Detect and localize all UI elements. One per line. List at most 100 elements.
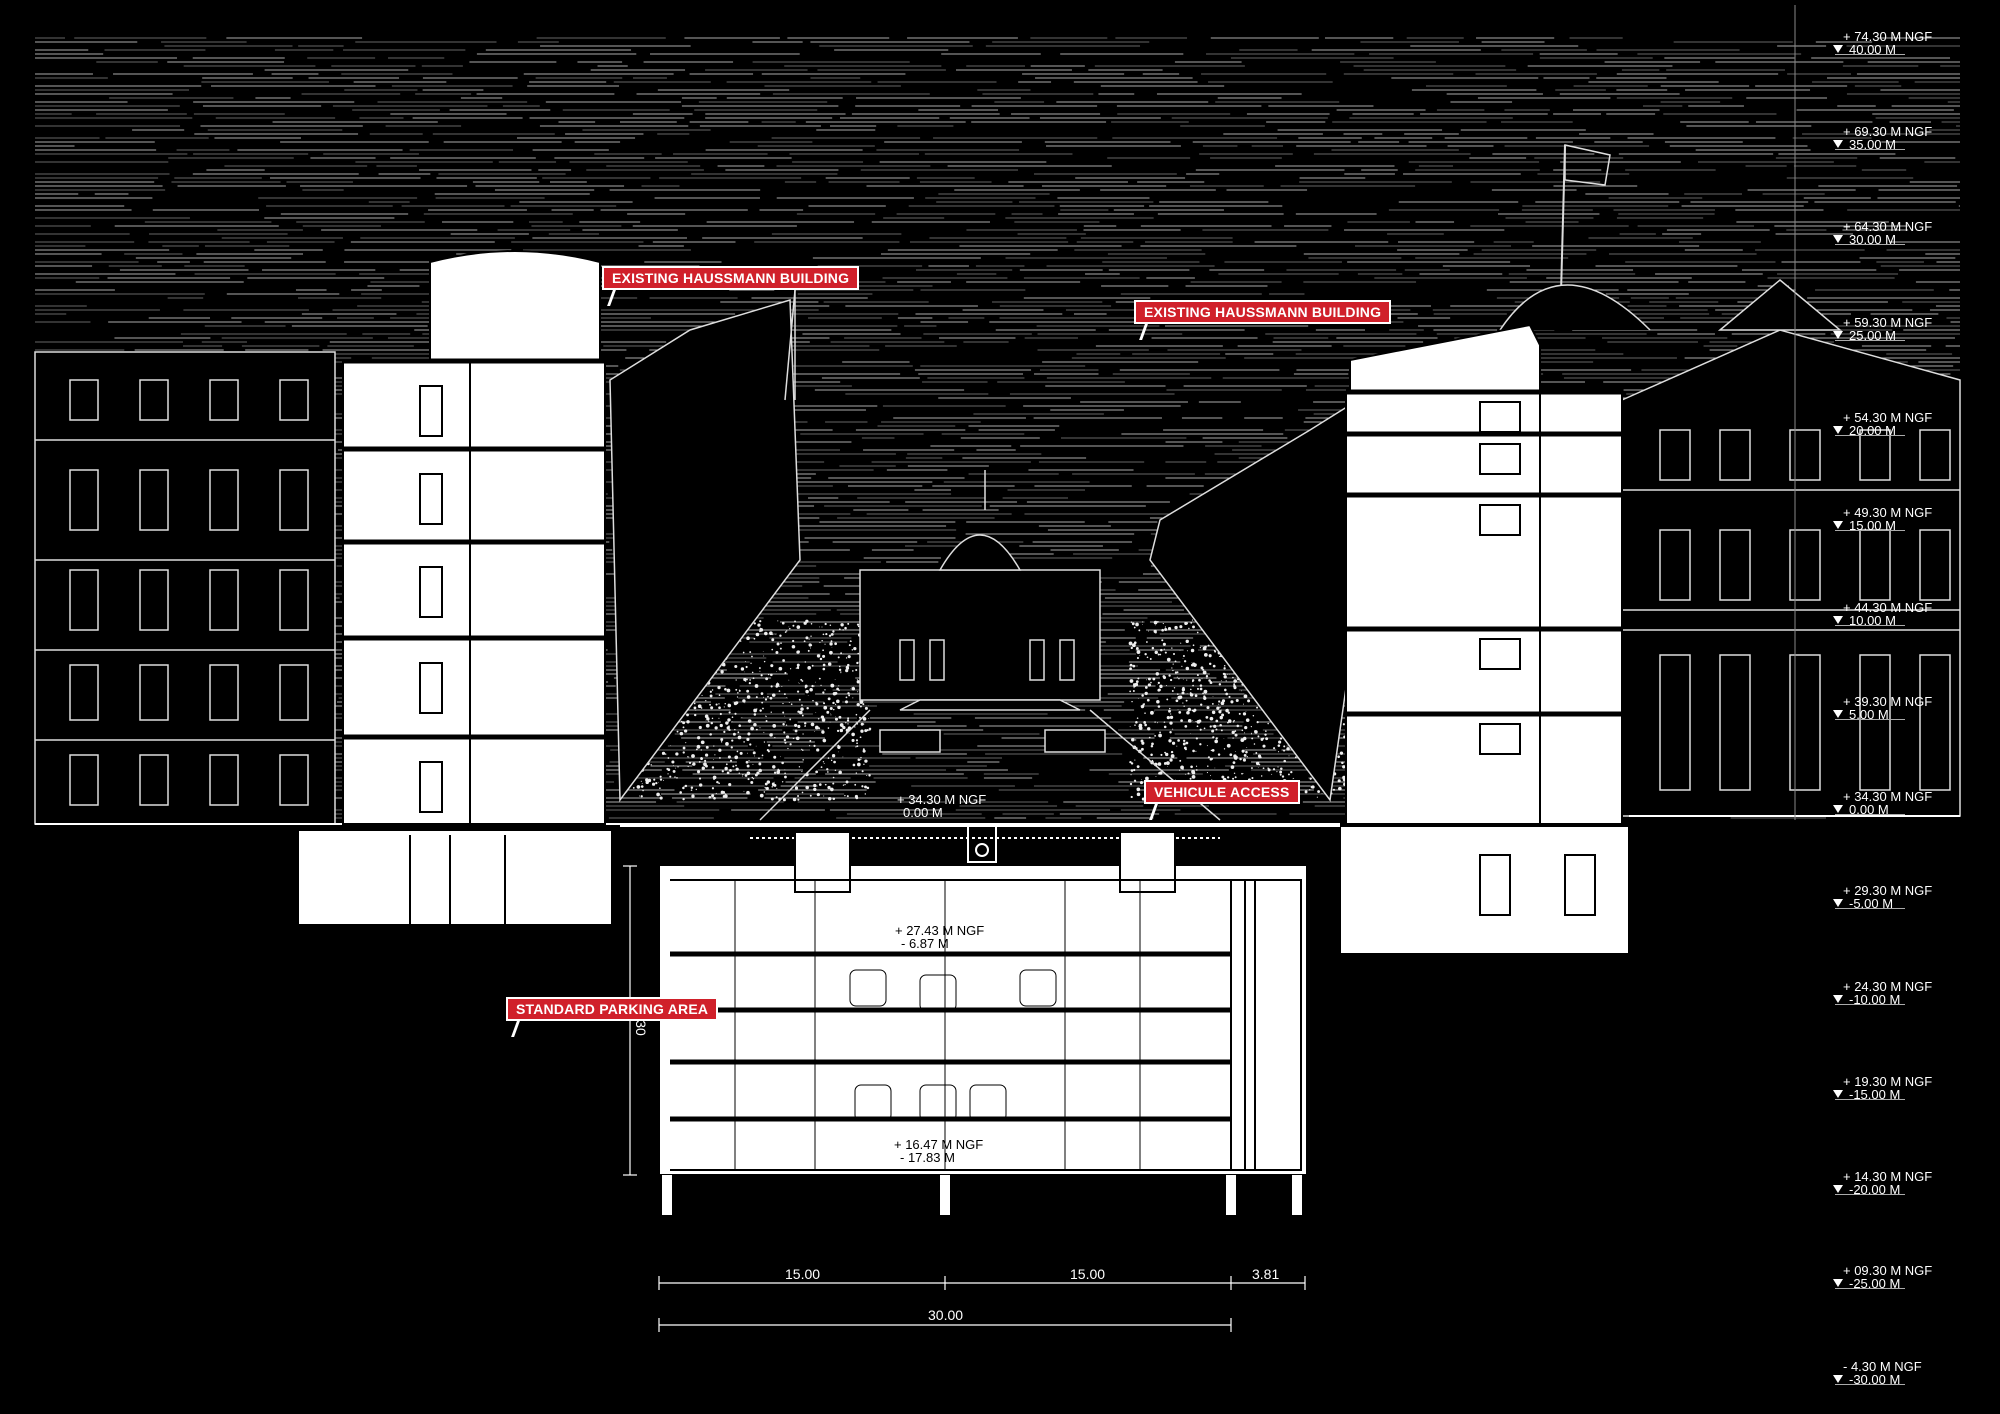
tree-foliage-dot (1155, 776, 1157, 777)
tree-foliage-dot (830, 683, 835, 688)
tree-foliage-dot (753, 723, 757, 727)
tree-foliage-dot (1243, 773, 1244, 774)
tree-foliage-dot (1191, 679, 1195, 682)
tree-foliage-dot (1195, 737, 1199, 740)
tree-foliage-dot (832, 630, 835, 633)
tree-foliage-dot (1194, 694, 1198, 698)
tree-foliage-dot (798, 698, 801, 701)
level-triangle-icon (1833, 426, 1843, 434)
tree-foliage-dot (759, 670, 761, 672)
tree-foliage-dot (778, 769, 781, 772)
tree-foliage-dot (1182, 768, 1184, 770)
tree-foliage-dot (709, 733, 712, 736)
tree-foliage-dot (801, 748, 803, 750)
tree-foliage-dot (765, 677, 769, 681)
tree-foliage-dot (802, 749, 804, 751)
tree-foliage-dot (770, 797, 774, 801)
level-relative: 15.00 M (1849, 518, 1896, 533)
tree-foliage-dot (1277, 766, 1279, 768)
tree-foliage-dot (812, 699, 814, 702)
tree-foliage-dot (1131, 622, 1135, 626)
tree-foliage-dot (1166, 761, 1170, 765)
tree-foliage-dot (1223, 748, 1226, 750)
tree-foliage-dot (698, 777, 702, 780)
level-relative: 40.00 M (1849, 42, 1896, 57)
tree-foliage-dot (845, 780, 849, 784)
tree-foliage-dot (735, 679, 737, 681)
tree-foliage-dot (860, 722, 864, 726)
tree-foliage-dot (725, 741, 729, 746)
tree-foliage-dot (1170, 754, 1175, 758)
tree-foliage-dot (704, 759, 707, 762)
tree-foliage-dot (1219, 706, 1221, 708)
tree-foliage-dot (851, 670, 854, 672)
tree-foliage-dot (778, 666, 783, 671)
tree-foliage-dot (744, 671, 745, 673)
tree-foliage-dot (670, 745, 671, 746)
car (854, 1084, 892, 1122)
tree-foliage-dot (860, 729, 864, 733)
tree-foliage-dot (742, 651, 745, 654)
tree-foliage-dot (736, 696, 739, 698)
tree-foliage-dot (820, 766, 823, 768)
tree-foliage-dot (1162, 675, 1166, 678)
tree-foliage-dot (836, 729, 840, 733)
tree-foliage-dot (1232, 737, 1234, 739)
window (1859, 654, 1891, 791)
tree-foliage-dot (827, 757, 830, 759)
level-marker: - 4.30 M NGF-30.00 M (1833, 1360, 1922, 1386)
tree-foliage-dot (775, 633, 777, 635)
level-marker: + 24.30 M NGF-10.00 M (1833, 980, 1932, 1006)
tree-foliage-dot (811, 664, 814, 667)
tree-foliage-dot (832, 782, 835, 785)
tree-foliage-dot (1253, 743, 1256, 745)
tree-foliage-dot (868, 774, 871, 777)
tree-foliage-dot (855, 713, 858, 716)
window (139, 754, 169, 806)
tree-foliage-dot (820, 715, 825, 719)
tree-foliage-dot (1256, 706, 1259, 709)
tree-foliage-dot (764, 786, 766, 789)
tree-foliage-dot (720, 670, 724, 674)
tree-foliage-dot (755, 728, 758, 731)
tree-foliage-dot (770, 673, 773, 677)
tree-foliage-dot (773, 755, 777, 759)
tree-foliage-dot (1186, 710, 1190, 715)
tree-foliage-dot (1226, 673, 1228, 675)
tree-foliage-dot (1187, 772, 1190, 775)
window (1919, 429, 1951, 481)
tree-foliage-dot (730, 759, 733, 762)
tree-foliage-dot (1161, 639, 1164, 642)
tree-foliage-dot (745, 666, 748, 668)
tree-foliage-dot (796, 690, 800, 693)
tree-foliage-dot (1208, 662, 1212, 666)
tree-foliage-dot (1203, 653, 1208, 657)
tree-foliage-dot (720, 741, 723, 743)
tree-foliage-dot (838, 665, 841, 668)
tree-foliage-dot (1128, 641, 1133, 646)
tree-foliage-dot (1210, 749, 1213, 752)
level-relative: 10.00 M (1849, 613, 1896, 628)
tree-foliage-dot (1232, 721, 1235, 723)
tree-foliage-dot (836, 687, 839, 691)
tree-foliage-dot (705, 719, 707, 721)
tree-foliage-dot (1169, 731, 1172, 734)
tree-foliage-dot (726, 771, 730, 775)
tree-foliage-dot (1188, 627, 1190, 630)
tree-foliage-dot (1154, 721, 1156, 723)
level-ngf: + 29.30 M NGF (1843, 883, 1933, 898)
tree-foliage-dot (1245, 718, 1250, 722)
tree-foliage-dot (781, 621, 785, 625)
tree-foliage-dot (738, 772, 740, 774)
tree-foliage-dot (718, 694, 721, 697)
tree-foliage-dot (693, 713, 697, 717)
tree-foliage-dot (741, 717, 743, 718)
tree-foliage-dot (1206, 677, 1208, 679)
tree-foliage-dot (1278, 751, 1280, 753)
tree-foliage-dot (1316, 796, 1318, 798)
tree-foliage-dot (645, 780, 649, 785)
tree-foliage-dot (1158, 621, 1160, 623)
